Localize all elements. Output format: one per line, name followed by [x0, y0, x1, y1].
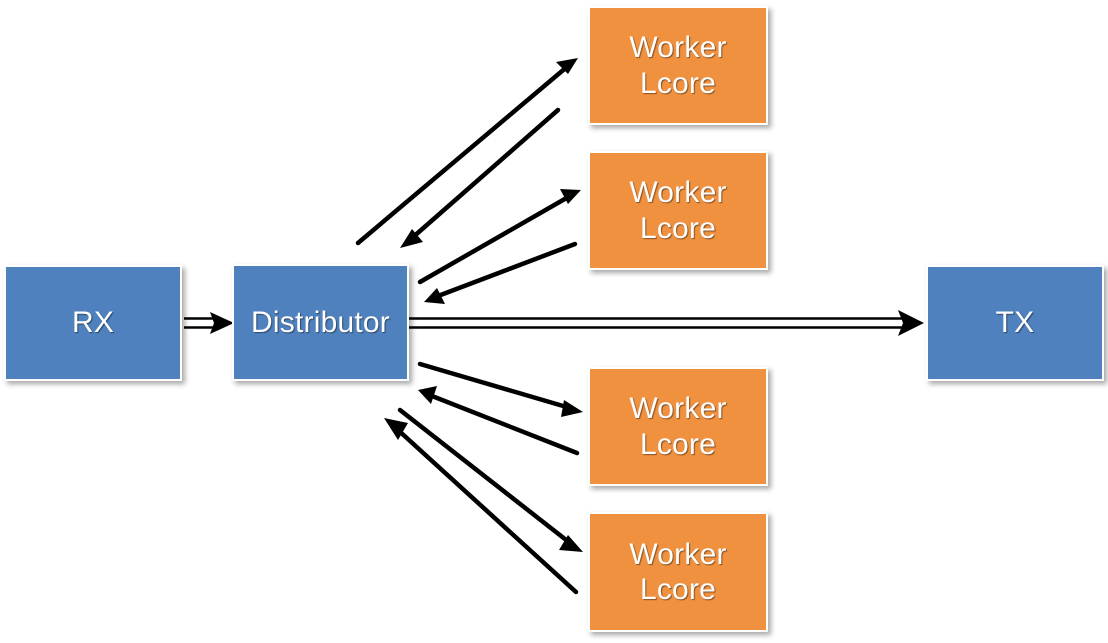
node-distributor[interactable]: Distributor: [232, 264, 409, 381]
connector-distributor-to-worker4: [397, 407, 583, 552]
node-worker-lcore-1[interactable]: Worker Lcore: [588, 6, 768, 125]
node-worker-lcore-3[interactable]: Worker Lcore: [588, 367, 768, 486]
node-worker-lcore-1-label: Worker Lcore: [629, 31, 727, 100]
node-worker-lcore-3-label: Worker Lcore: [629, 392, 727, 461]
node-worker-lcore-2[interactable]: Worker Lcore: [588, 151, 768, 270]
node-tx[interactable]: TX: [926, 265, 1104, 381]
node-rx[interactable]: RX: [4, 265, 182, 381]
connector-distributor-to-worker1: [355, 58, 578, 246]
node-distributor-label: Distributor: [251, 305, 390, 339]
connector-distributor-to-worker2: [417, 189, 581, 285]
connector-distributor-to-tx: [409, 310, 924, 336]
node-worker-lcore-4-label: Worker Lcore: [629, 537, 727, 606]
node-worker-lcore-2-label: Worker Lcore: [629, 176, 727, 245]
node-tx-label: TX: [995, 306, 1035, 340]
node-rx-label: RX: [71, 306, 115, 340]
connector-worker3-to-distributor: [418, 386, 580, 456]
connector-worker2-to-distributor: [424, 241, 578, 304]
connector-worker4-to-distributor: [384, 418, 579, 595]
connector-worker1-to-distributor: [400, 107, 561, 248]
connector-distributor-to-worker3: [417, 361, 583, 417]
connector-rx-to-distributor: [184, 312, 234, 334]
node-worker-lcore-4[interactable]: Worker Lcore: [588, 512, 768, 632]
